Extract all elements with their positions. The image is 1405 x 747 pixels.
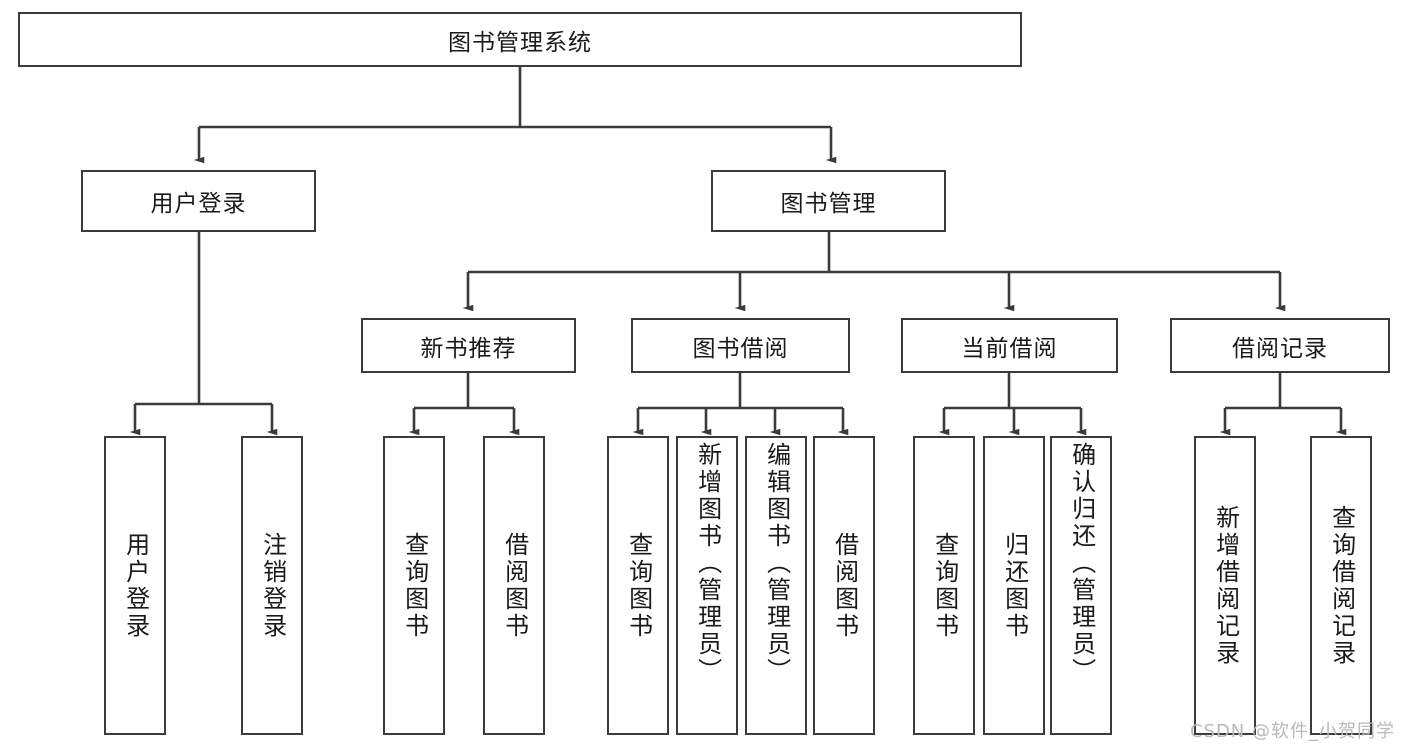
node-leaf-return-book-label: 归还图书: [1000, 531, 1029, 640]
node-leaf-edit-book-label: 编辑图书（管理员）: [762, 442, 791, 685]
node-borrow-record[interactable]: 借阅记录: [1170, 318, 1390, 373]
node-leaf-add-record[interactable]: 新增借阅记录: [1194, 436, 1256, 735]
node-leaf-borrow-book-2[interactable]: 借阅图书: [813, 436, 875, 735]
node-leaf-query-book-3-label: 查询图书: [930, 531, 959, 640]
node-book-manage-label: 图书管理: [780, 191, 877, 217]
node-leaf-logout[interactable]: 注销登录: [241, 436, 303, 735]
node-leaf-query-record-label: 查询借阅记录: [1327, 504, 1356, 667]
node-leaf-borrow-book-1[interactable]: 借阅图书: [483, 436, 545, 735]
node-leaf-add-book[interactable]: 新增图书（管理员）: [676, 436, 738, 735]
node-new-book-rec[interactable]: 新书推荐: [361, 318, 576, 373]
node-borrow-record-label: 借阅记录: [1232, 335, 1328, 362]
node-root-label: 图书管理系统: [448, 29, 592, 56]
node-user-login-label: 用户登录: [150, 191, 247, 217]
node-book-borrow-label: 图书借阅: [692, 335, 789, 362]
node-leaf-confirm-return[interactable]: 确认归还（管理员）: [1050, 436, 1112, 735]
node-leaf-query-book-2-label: 查询图书: [624, 531, 653, 640]
node-leaf-add-record-label: 新增借阅记录: [1211, 504, 1240, 667]
node-leaf-add-book-label: 新增图书（管理员）: [693, 442, 722, 685]
node-leaf-query-book-2[interactable]: 查询图书: [607, 436, 669, 735]
node-leaf-return-book[interactable]: 归还图书: [983, 436, 1045, 735]
node-leaf-user-login-label: 用户登录: [121, 531, 150, 640]
node-book-manage[interactable]: 图书管理: [711, 170, 946, 232]
node-leaf-query-record[interactable]: 查询借阅记录: [1310, 436, 1372, 735]
node-leaf-borrow-book-1-label: 借阅图书: [500, 531, 529, 640]
node-leaf-borrow-book-2-label: 借阅图书: [830, 531, 859, 640]
node-leaf-query-book-1-label: 查询图书: [400, 531, 429, 640]
node-leaf-query-book-3[interactable]: 查询图书: [913, 436, 975, 735]
watermark: CSDN @软件_小贺同学: [1189, 721, 1395, 742]
node-current-borrow-label: 当前借阅: [961, 335, 1058, 362]
node-user-login[interactable]: 用户登录: [81, 170, 316, 232]
node-current-borrow[interactable]: 当前借阅: [901, 318, 1118, 373]
node-leaf-user-login[interactable]: 用户登录: [104, 436, 166, 735]
node-leaf-confirm-return-label: 确认归还（管理员）: [1067, 442, 1096, 685]
node-book-borrow[interactable]: 图书借阅: [631, 318, 850, 373]
node-leaf-edit-book[interactable]: 编辑图书（管理员）: [745, 436, 807, 735]
node-root-system[interactable]: 图书管理系统: [18, 12, 1022, 67]
node-leaf-logout-label: 注销登录: [258, 531, 287, 640]
node-leaf-query-book-1[interactable]: 查询图书: [383, 436, 445, 735]
node-new-book-rec-label: 新书推荐: [420, 335, 517, 362]
